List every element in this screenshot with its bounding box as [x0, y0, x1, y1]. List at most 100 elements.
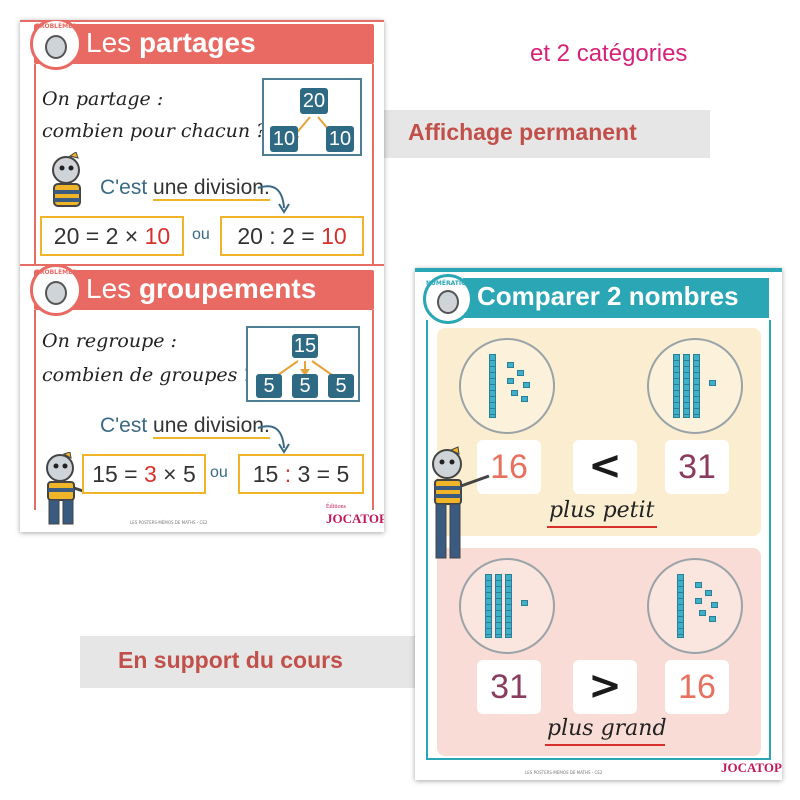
- phrase-underline: [547, 526, 657, 528]
- poster-compare-numbers: Comparer 2 nombres NUMÉRATION 16 < 31 pl…: [415, 268, 782, 780]
- comparison-panel-less: 16 < 31 plus petit: [437, 328, 761, 536]
- base-ten-blocks-16: [647, 558, 743, 654]
- unit-cube-icon: [705, 590, 712, 596]
- poster-divisions: PROBLÈMES Les partages On partage : comb…: [20, 20, 384, 532]
- ten-rod-icon: [693, 354, 700, 418]
- diagram-top-number: 15: [292, 334, 318, 358]
- badge-label: NUMÉRATION: [426, 280, 472, 287]
- unit-cube-icon: [521, 600, 528, 606]
- problemes-badge: PROBLÈMES: [30, 20, 82, 70]
- ten-rod-icon: [677, 574, 684, 638]
- robot-face-icon: [45, 281, 67, 305]
- top-border: [415, 268, 782, 272]
- unit-cube-icon: [711, 602, 718, 608]
- diagram-part: 10: [270, 126, 298, 152]
- base-ten-blocks-31: [459, 558, 555, 654]
- section-left-border: [34, 310, 36, 510]
- less-than-sign: <: [573, 440, 637, 494]
- curved-arrow-icon: [257, 185, 290, 214]
- ten-rod-icon: [485, 574, 492, 638]
- unit-cube-icon: [699, 610, 706, 616]
- section-divider: [20, 264, 384, 266]
- unit-cube-icon: [507, 378, 514, 384]
- unit-cube-icon: [517, 370, 524, 376]
- number-card: 31: [477, 660, 541, 714]
- conclusion-text: C'est une division.: [100, 176, 270, 201]
- split-diagram: 20 10 10: [262, 78, 362, 156]
- or-label: ou: [210, 464, 228, 481]
- comparison-panel-greater: 31 > 16 plus grand: [437, 548, 761, 756]
- unit-cube-icon: [695, 582, 702, 588]
- poster-title: Comparer 2 nombres: [477, 281, 739, 311]
- division-equation: 20 : 2 = 10: [220, 216, 364, 256]
- poster-frame: [426, 320, 771, 760]
- diagram-top-number: 20: [300, 88, 328, 114]
- section-title: Les partages: [86, 27, 256, 58]
- publisher-logo: JOCATOP: [721, 760, 782, 775]
- robot-mascot-icon: [46, 452, 87, 525]
- poster-footer: LES POSTERS-MÉMOS DE MATHS - CE2: [130, 520, 208, 525]
- number-card: 31: [665, 440, 729, 494]
- or-label: ou: [192, 226, 210, 243]
- greater-than-sign: >: [573, 660, 637, 714]
- robot-mascot-icon: [432, 446, 490, 559]
- curved-arrow-icon: [257, 425, 290, 454]
- ten-rod-icon: [489, 354, 496, 418]
- phrase-underline: [545, 744, 665, 746]
- publisher-label: Éditions: [326, 504, 347, 510]
- ten-rod-icon: [673, 354, 680, 418]
- section-right-border: [372, 64, 374, 264]
- ten-rod-icon: [495, 574, 502, 638]
- diagram-part: 10: [326, 126, 354, 152]
- unit-cube-icon: [709, 380, 716, 386]
- conclusion-text: C'est une division.: [100, 414, 270, 439]
- section-header-partages: PROBLÈMES Les partages: [30, 20, 374, 70]
- number-card: 16: [665, 660, 729, 714]
- poster-footer: LES POSTERS-MÉMOS DE MATHS - CE2: [525, 770, 603, 775]
- base-ten-blocks-16: [459, 338, 555, 434]
- multiplication-equation: 15 = 3 × 5: [82, 454, 206, 494]
- base-ten-blocks-31: [647, 338, 743, 434]
- ten-rod-icon: [683, 354, 690, 418]
- question-line-2: combien pour chacun ?: [42, 120, 267, 142]
- numeration-badge: NUMÉRATION: [423, 274, 473, 324]
- banner-band-support: [80, 636, 420, 688]
- banner-band-permanent: [380, 110, 710, 158]
- section-title: Les groupements: [86, 273, 317, 304]
- robot-face-icon: [437, 290, 459, 314]
- diagram-group: 5: [256, 374, 282, 398]
- diagram-group: 5: [292, 374, 318, 398]
- categories-annotation: et 2 catégories: [530, 40, 688, 67]
- robot-face-icon: [45, 35, 67, 59]
- number-card: 16: [477, 440, 541, 494]
- unit-cube-icon: [709, 616, 716, 622]
- section-left-border: [34, 64, 36, 264]
- problemes-badge: PROBLÈMES: [30, 264, 82, 316]
- poster-header: Comparer 2 nombres: [463, 278, 769, 318]
- comparison-phrase: plus grand: [547, 716, 667, 741]
- question-line-1: On partage :: [42, 88, 164, 110]
- unit-cube-icon: [523, 382, 530, 388]
- multiplication-equation: 20 = 2 × 10: [40, 216, 184, 256]
- arrow-icon: [304, 361, 306, 373]
- section-header-groupements: PROBLÈMES Les groupements: [30, 264, 374, 316]
- permanent-display-annotation: Affichage permanent: [408, 119, 637, 145]
- diagram-group: 5: [328, 374, 354, 398]
- unit-cube-icon: [507, 362, 514, 368]
- division-equation: 15 : 3 = 5: [238, 454, 364, 494]
- robot-mascot-icon: [52, 152, 81, 207]
- ten-rod-icon: [505, 574, 512, 638]
- course-support-annotation: En support du cours: [118, 647, 343, 673]
- unit-cube-icon: [695, 598, 702, 604]
- section-right-border: [372, 310, 374, 510]
- question-line-1: On regroupe :: [42, 330, 177, 352]
- comparison-phrase: plus petit: [549, 498, 655, 523]
- unit-cube-icon: [511, 390, 518, 396]
- top-border: [20, 20, 384, 22]
- badge-label: PROBLÈMES: [35, 23, 77, 30]
- unit-cube-icon: [521, 396, 528, 402]
- publisher-logo: JOCATOP: [326, 511, 384, 526]
- group-diagram: 15 5 5 5: [246, 326, 360, 402]
- question-line-2: combien de groupes ?: [42, 364, 254, 386]
- badge-label: PROBLÈMES: [35, 269, 77, 276]
